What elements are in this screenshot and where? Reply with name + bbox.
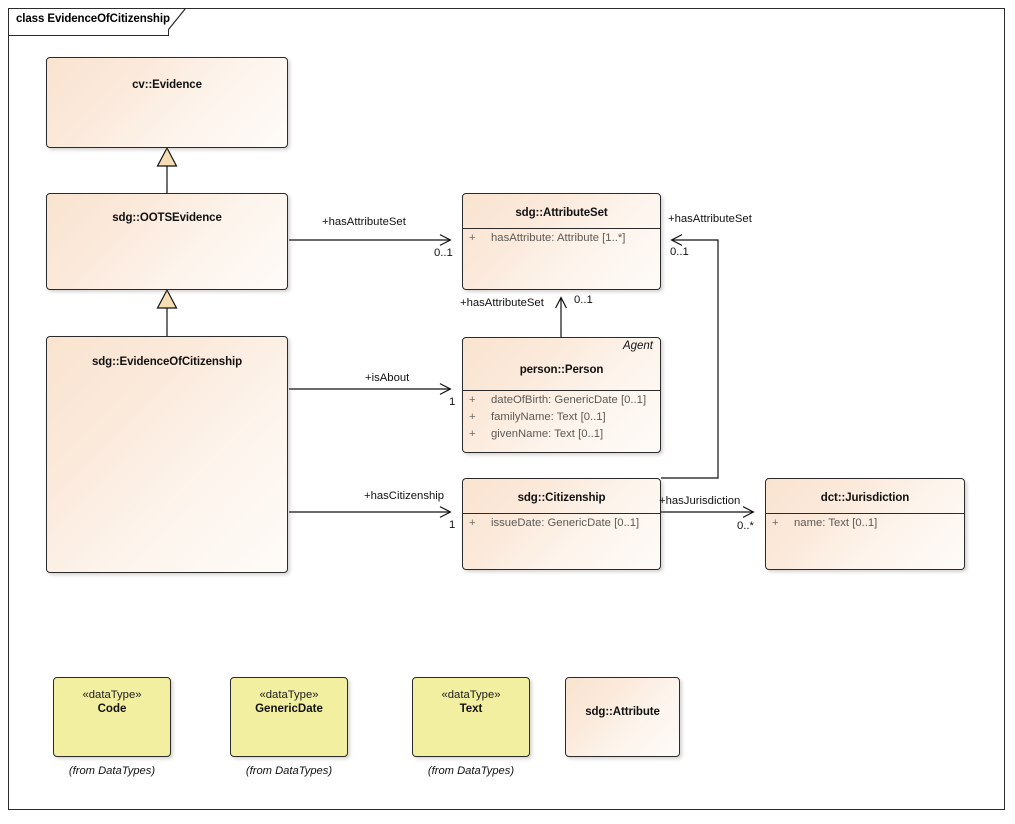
datatype-node-text[interactable]: «dataType» Text [412,677,530,757]
datatype-package-label-genericdate: (from DataTypes) [245,765,333,777]
datatype-name-label: Code [97,703,127,715]
attribute-text: name: Text [0..1] [794,517,878,529]
class-title-zone: cv::Evidence [47,58,287,93]
attribute-visibility: + [469,394,476,406]
class-title-zone: sdg::OOTSEvidence [47,194,287,226]
class-name-label: sdg::EvidenceOfCitizenship [91,356,243,368]
class-name-label: sdg::AttributeSet [515,207,608,219]
class-attribute-row: + issueDate: GenericDate [0..1] [463,515,660,532]
class-node-sdg-attribute[interactable]: sdg::Attribute [565,677,680,757]
attribute-text: issueDate: GenericDate [0..1] [491,517,640,529]
class-compartment-divider [766,513,964,514]
attribute-text: familyName: Text [0..1] [491,411,606,423]
attribute-visibility: + [469,428,476,440]
class-attribute-row: + givenName: Text [0..1] [463,426,660,443]
class-name-label: sdg::Attribute [585,706,660,718]
class-title-zone: sdg::Citizenship [463,479,660,506]
edge-label-isabout: +isAbout [365,372,410,384]
frame-tab-shape [8,8,186,36]
attribute-text: dateOfBirth: GenericDate [0..1] [491,394,647,406]
class-name-label: dct::Jurisdiction [820,492,910,504]
multiplicity-hascitizenship: 1 [449,519,456,531]
multiplicity-hasattributeset-right: 0..1 [670,246,689,258]
class-node-sdg-attributeset[interactable]: sdg::AttributeSet + hasAttribute: Attribu… [462,193,661,290]
datatype-stereotype-label: «dataType» [259,689,319,701]
class-attribute-row: + dateOfBirth: GenericDate [0..1] [463,392,660,409]
edge-label-hasattributeset-oots: +hasAttributeSet [322,216,406,228]
datatype-name-label: GenericDate [255,703,323,715]
attribute-visibility: + [469,517,476,529]
class-node-sdg-evidenceofcitizenship[interactable]: sdg::EvidenceOfCitizenship [46,336,288,573]
class-compartment-divider [463,390,660,391]
multiplicity-hasattributeset-person: 0..1 [574,294,593,306]
class-title-zone: sdg::Attribute [566,678,679,720]
class-title-zone: sdg::EvidenceOfCitizenship [47,337,287,370]
attribute-visibility: + [469,411,476,423]
class-name-label: sdg::OOTSEvidence [112,212,222,224]
class-title-zone: sdg::AttributeSet [463,194,660,221]
attribute-visibility: + [772,517,779,529]
attribute-text: givenName: Text [0..1] [491,428,604,440]
class-attribute-list: + name: Text [0..1] [766,515,964,532]
multiplicity-hasjurisdiction: 0..* [737,520,754,532]
datatype-node-genericdate[interactable]: «dataType» GenericDate [230,677,348,757]
class-node-sdg-ootsevidence[interactable]: sdg::OOTSEvidence [46,193,288,290]
datatype-package-label-code: (from DataTypes) [68,765,156,777]
datatype-name-label: Text [459,703,483,715]
multiplicity-isabout: 1 [449,396,456,408]
datatype-node-code[interactable]: «dataType» Code [53,677,171,757]
datatype-stereotype-label: «dataType» [441,689,501,701]
class-name-label: person::Person [519,364,604,376]
class-compartment-divider [463,513,660,514]
class-name-label: sdg::Citizenship [517,492,606,504]
class-stereotype-label: Agent [622,340,653,352]
datatype-stereotype-label: «dataType» [82,689,142,701]
class-attribute-list: + hasAttribute: Attribute [1..*] [463,230,660,247]
class-node-dct-jurisdiction[interactable]: dct::Jurisdiction + name: Text [0..1] [765,478,965,570]
class-compartment-divider [463,228,660,229]
diagram-title: class EvidenceOfCitizenship [16,13,170,25]
class-attribute-list: + dateOfBirth: GenericDate [0..1] + family… [463,392,660,443]
class-node-cv-evidence[interactable]: cv::Evidence [46,57,288,148]
class-name-label: cv::Evidence [132,79,202,91]
edge-label-hascitizenship: +hasCitizenship [364,490,445,502]
edge-label-hasattributeset-person: +hasAttributeSet [460,297,544,309]
class-attribute-row: + familyName: Text [0..1] [463,409,660,426]
datatype-package-label-text: (from DataTypes) [427,765,515,777]
edge-label-hasattributeset-right: +hasAttributeSet [668,213,752,225]
class-attribute-row: + name: Text [0..1] [766,515,964,532]
edge-label-hasjurisdiction: +hasJurisdiction [659,495,741,507]
multiplicity-hasattributeset-oots: 0..1 [434,247,453,259]
attribute-visibility: + [469,232,476,244]
class-attribute-row: + hasAttribute: Attribute [1..*] [463,230,660,247]
attribute-text: hasAttribute: Attribute [1..*] [491,232,626,244]
class-attribute-list: + issueDate: GenericDate [0..1] [463,515,660,532]
class-node-sdg-citizenship[interactable]: sdg::Citizenship + issueDate: GenericDate… [462,478,661,570]
class-title-zone: Agent person::Person [463,338,660,378]
diagram-frame-tab: class EvidenceOfCitizenship [8,8,186,36]
class-title-zone: dct::Jurisdiction [766,479,964,506]
class-node-person-person[interactable]: Agent person::Person + dateOfBirth: Gener… [462,337,661,453]
